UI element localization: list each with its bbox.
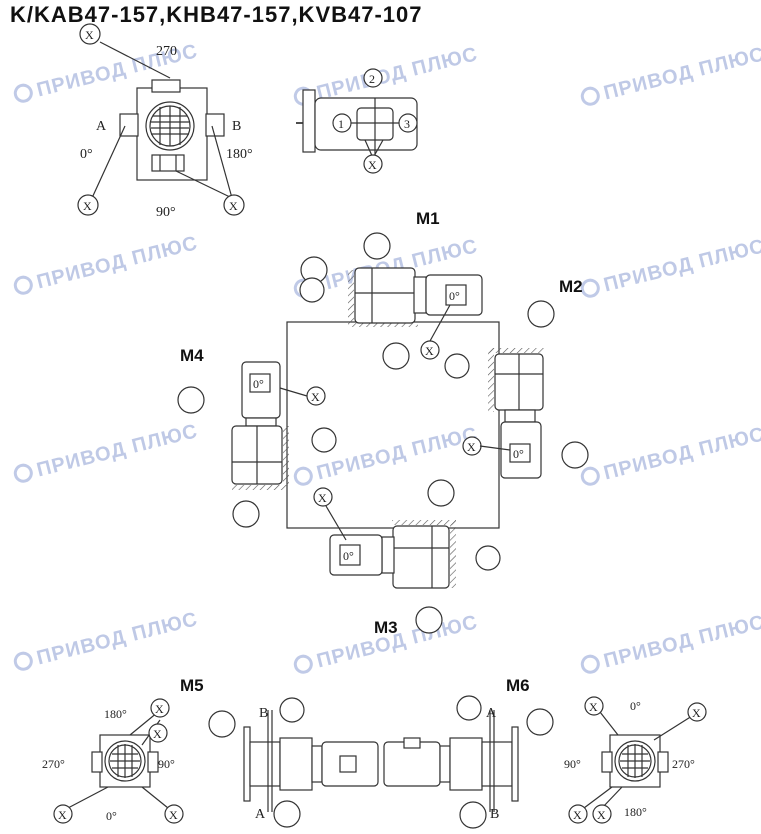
marker-x: X bbox=[368, 158, 377, 172]
watermark-text: ПРИВОД ПЛЮС bbox=[601, 235, 761, 296]
watermark-text: ПРИВОД ПЛЮС bbox=[34, 232, 200, 293]
angle-0-label: 0° bbox=[106, 809, 117, 823]
watermark-text: ПРИВОД ПЛЮС bbox=[601, 611, 761, 672]
side-b-label: B bbox=[259, 706, 268, 721]
marker-x: X bbox=[573, 808, 582, 822]
watermark-text: ПРИВОД ПЛЮС bbox=[34, 420, 200, 481]
watermark-text: ПРИВОД ПЛЮС bbox=[314, 423, 480, 484]
angle-270-label: 270° bbox=[42, 757, 65, 771]
angle-90-label: 90° bbox=[158, 757, 175, 771]
angle-0-label: 0° bbox=[80, 147, 93, 162]
position-number: 3 bbox=[404, 117, 410, 131]
watermark-text: ПРИВОД ПЛЮС bbox=[34, 608, 200, 669]
marker-x: X bbox=[58, 808, 67, 822]
watermark-text: ПРИВОД ПЛЮС bbox=[601, 423, 761, 484]
marker-x: X bbox=[83, 199, 92, 213]
position-number: 1 bbox=[338, 117, 344, 131]
mounting-position-m2: M2 0° X bbox=[444, 277, 589, 479]
watermark-text: ПРИВОД ПЛЮС bbox=[314, 43, 480, 104]
marker-x: X bbox=[169, 808, 178, 822]
side-a-label: A bbox=[96, 119, 107, 134]
marker-x: X bbox=[692, 706, 701, 720]
mounting-position-m5: M5 X X X X 180° 270° 90° 0° bbox=[42, 676, 204, 824]
mounting-position-m3: M3 0° X bbox=[313, 479, 501, 637]
m1-label: M1 bbox=[416, 209, 440, 228]
motor-angle-label: 0° bbox=[343, 549, 354, 563]
angle-90-label: 90° bbox=[156, 205, 176, 220]
angle-180-label: 180° bbox=[104, 707, 127, 721]
marker-x: X bbox=[597, 808, 606, 822]
watermark-text: ПРИВОД ПЛЮС bbox=[601, 43, 761, 104]
marker-x: X bbox=[85, 28, 94, 42]
marker-x: X bbox=[311, 390, 320, 404]
angle-180-label: 180° bbox=[624, 805, 647, 819]
marker-x: X bbox=[229, 199, 238, 213]
side-b-label: B bbox=[232, 119, 241, 134]
m6-label: M6 bbox=[506, 676, 530, 695]
mounting-position-m6: M6 X X X X 0° 90° 270° 180° bbox=[506, 676, 707, 824]
side-a-label: A bbox=[255, 807, 266, 822]
m2-label: M2 bbox=[559, 277, 583, 296]
angle-180-label: 180° bbox=[226, 147, 253, 162]
motor-angle-label: 0° bbox=[449, 289, 460, 303]
marker-x: X bbox=[318, 491, 327, 505]
m4-label: M4 bbox=[180, 346, 204, 365]
marker-x: X bbox=[467, 440, 476, 454]
position-number: 2 bbox=[369, 72, 375, 86]
angle-270-label: 270 bbox=[156, 44, 177, 59]
m5-label: M5 bbox=[180, 676, 204, 695]
angle-270-label: 270° bbox=[672, 757, 695, 771]
reference-view-front: X X X 270 A B 0° 180° 90° bbox=[77, 23, 253, 220]
marker-x: X bbox=[589, 700, 598, 714]
reference-view-side: 2 1 3 X bbox=[296, 68, 418, 174]
shaft-views: B A A B bbox=[208, 695, 554, 829]
motor-angle-label: 0° bbox=[253, 377, 264, 391]
diagram-title: K/KAB47-157,KHB47-157,KVB47-107 bbox=[10, 2, 423, 27]
marker-x: X bbox=[425, 344, 434, 358]
side-a-label: A bbox=[486, 706, 497, 721]
marker-x: X bbox=[153, 727, 162, 741]
angle-90-label: 90° bbox=[564, 757, 581, 771]
motor-angle-label: 0° bbox=[513, 447, 524, 461]
marker-x: X bbox=[155, 702, 164, 716]
mounting-position-m4: M4 0° X bbox=[177, 346, 337, 528]
angle-0-label: 0° bbox=[630, 699, 641, 713]
m3-label: M3 bbox=[374, 618, 398, 637]
side-b-label: B bbox=[490, 807, 499, 822]
mounting-position-m1: M1 0° X bbox=[299, 209, 483, 370]
